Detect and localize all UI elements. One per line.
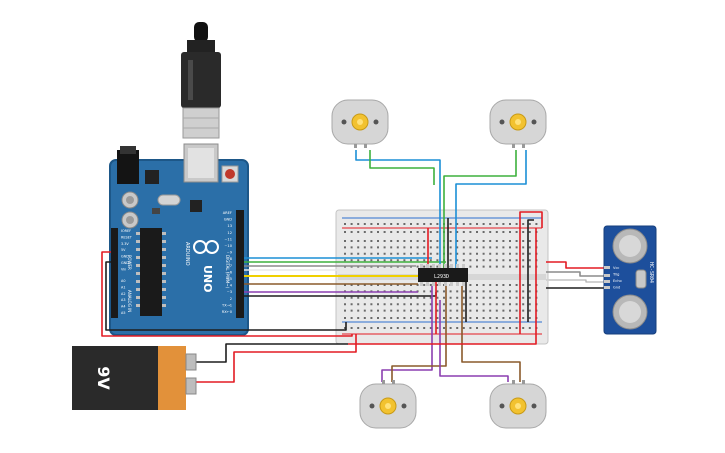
arduino-brand-text: ARDUINO [184, 242, 190, 266]
power-pin-label: IOREF [121, 229, 131, 233]
motor-bottom-right[interactable] [489, 380, 547, 429]
analog-pin-label: A4 [121, 305, 125, 309]
sensor-pin-label: Vcc [613, 266, 619, 270]
digital-pin-label: RX←0 [222, 310, 233, 314]
wires [101, 150, 604, 383]
analog-pin-label: A0 [121, 279, 125, 283]
wire-black-arduino-gnd [105, 261, 347, 331]
wire-brown-bottom-right-motor [461, 286, 521, 382]
motor-bottom-left[interactable] [359, 380, 417, 429]
wire-red-bb-right-long [348, 228, 537, 345]
digital-header-label: DIGITAL (PWM~) [225, 255, 230, 289]
sensor-model: HC-SR04 [648, 262, 654, 283]
digital-pin-label: ~11 [224, 237, 232, 241]
digital-pin-label: ~5 [227, 277, 232, 281]
wire-red-sensor-vcc [546, 261, 604, 269]
digital-pin-label: ~6 [227, 270, 233, 274]
analog-header-label: ANALOG IN [127, 290, 132, 312]
wire-purple-bottom-right-motor [439, 300, 509, 382]
sensor-pin-label: Trig [612, 273, 619, 277]
wire-purple-bottom-left-motor [381, 286, 433, 382]
wire-black-battery [194, 343, 348, 363]
driver-label: L293D [434, 274, 449, 280]
power-pin-label: 5V [121, 248, 126, 252]
digital-pin-labels: AREF GND 13 12 ~11 ~10 ~9 8 7 ~6 ~5 4 ~3 2TX→1RX←0 [221, 211, 233, 314]
digital-pin-label: 7 [230, 264, 232, 268]
digital-pin-label: 2 [230, 297, 232, 301]
digital-pin-label: ~9 [227, 251, 233, 255]
wire-red-arduino-5v [101, 251, 353, 337]
wire-grey-sensor-trig [546, 271, 604, 277]
power-pin-label: RESET [121, 235, 133, 239]
arduino-uno-board[interactable]: UNO ARDUINO DIGITAL (PWM~) POWER ANALOG … [109, 143, 249, 336]
power-pin-labels: IOREF RESET 3.3V 5V GND GND Vin [121, 229, 133, 271]
sensor-pin-label: Echo [613, 279, 622, 283]
power-pin-label: Vin [121, 267, 126, 271]
wire-blue-top-right-motor [455, 150, 527, 268]
wire-red-right-rail [519, 211, 543, 334]
digital-pin-label: 8 [230, 257, 233, 261]
digital-pin-label: 12 [227, 231, 232, 235]
wire-green-top-left-motor [369, 150, 435, 185]
digital-pin-label: ~10 [224, 244, 232, 248]
l293d-motor-driver[interactable]: L293D [418, 264, 468, 286]
digital-pin-label: ~3 [227, 290, 232, 294]
digital-pin-label: GND [224, 218, 232, 222]
digital-pin-label: 4 [230, 284, 233, 288]
wire-brown-bottom-left-motor [391, 286, 447, 382]
power-pin-label: GND [121, 255, 129, 259]
analog-pin-label: A3 [121, 298, 125, 302]
wire-black-right-rail [527, 219, 534, 322]
arduino-logo [193, 240, 219, 254]
motor-top-left[interactable] [331, 99, 389, 148]
wire-red-battery [194, 334, 357, 383]
power-pin-label: GND [121, 261, 129, 265]
analog-pin-label: A2 [121, 292, 125, 296]
analog-pin-label: A5 [121, 311, 125, 315]
wire-green-top-right-motor [443, 150, 517, 268]
usb-cable [181, 22, 221, 139]
digital-pin-label: 13 [227, 224, 232, 228]
reset-button[interactable] [225, 169, 235, 179]
analog-pin-label: A1 [121, 285, 125, 289]
battery-label: 9V [94, 366, 113, 390]
power-header-label: POWER [127, 255, 132, 270]
digital-pin-label: TX→1 [221, 303, 232, 307]
arduino-model-text: UNO [201, 265, 214, 293]
battery-9v[interactable]: 9V [72, 346, 197, 410]
digital-pin-label: AREF [223, 211, 232, 215]
motor-top-right[interactable] [489, 99, 547, 148]
power-pin-label: 3.3V [121, 242, 129, 246]
wire-blue-top-left-motor [355, 150, 441, 268]
dc-motors [331, 99, 547, 429]
wire-white-sensor-outline [546, 279, 604, 283]
sensor-pin-label: Gnd [613, 286, 620, 290]
